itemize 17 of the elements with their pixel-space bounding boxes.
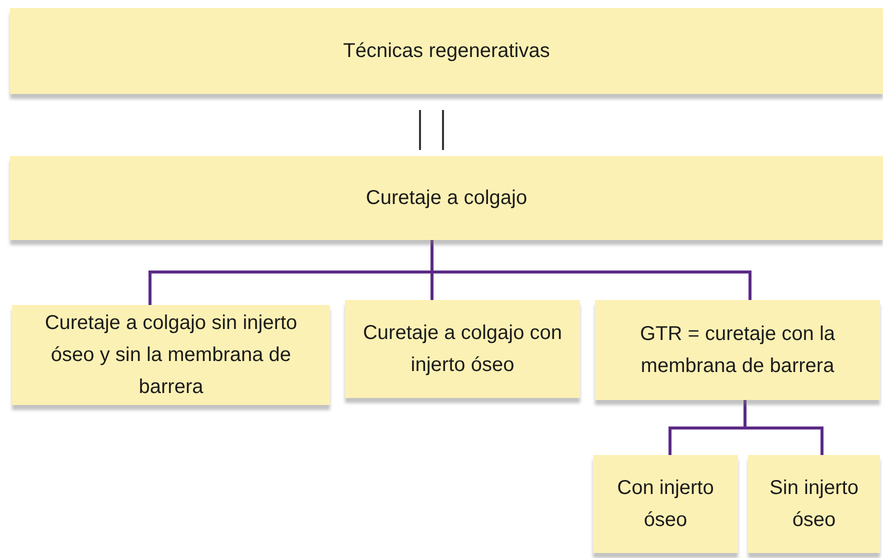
connector-line <box>744 400 824 455</box>
box-label: Sin injerto óseo <box>768 476 860 533</box>
text-box <box>748 455 880 553</box>
box-label: Curetaje a colgajo con injerto óseo <box>362 321 563 378</box>
text-box <box>10 8 883 94</box>
text-box <box>12 305 330 405</box>
text-box <box>345 300 580 398</box>
box-label: Curetaje a colgajo sin injerto óseo y sin la membrana de barrera <box>44 311 298 400</box>
text-box <box>593 455 738 553</box>
connector-line <box>419 109 444 151</box>
connector-line <box>430 240 752 300</box>
box-label: Técnicas regenerativas <box>343 39 550 64</box>
box-label: Curetaje a colgajo <box>366 186 528 211</box>
text-box <box>595 300 880 400</box>
text-box <box>10 156 883 240</box>
box-label: GTR = curetaje con la membrana de barrera <box>638 322 836 379</box>
box-label: Con injerto óseo <box>616 476 715 533</box>
